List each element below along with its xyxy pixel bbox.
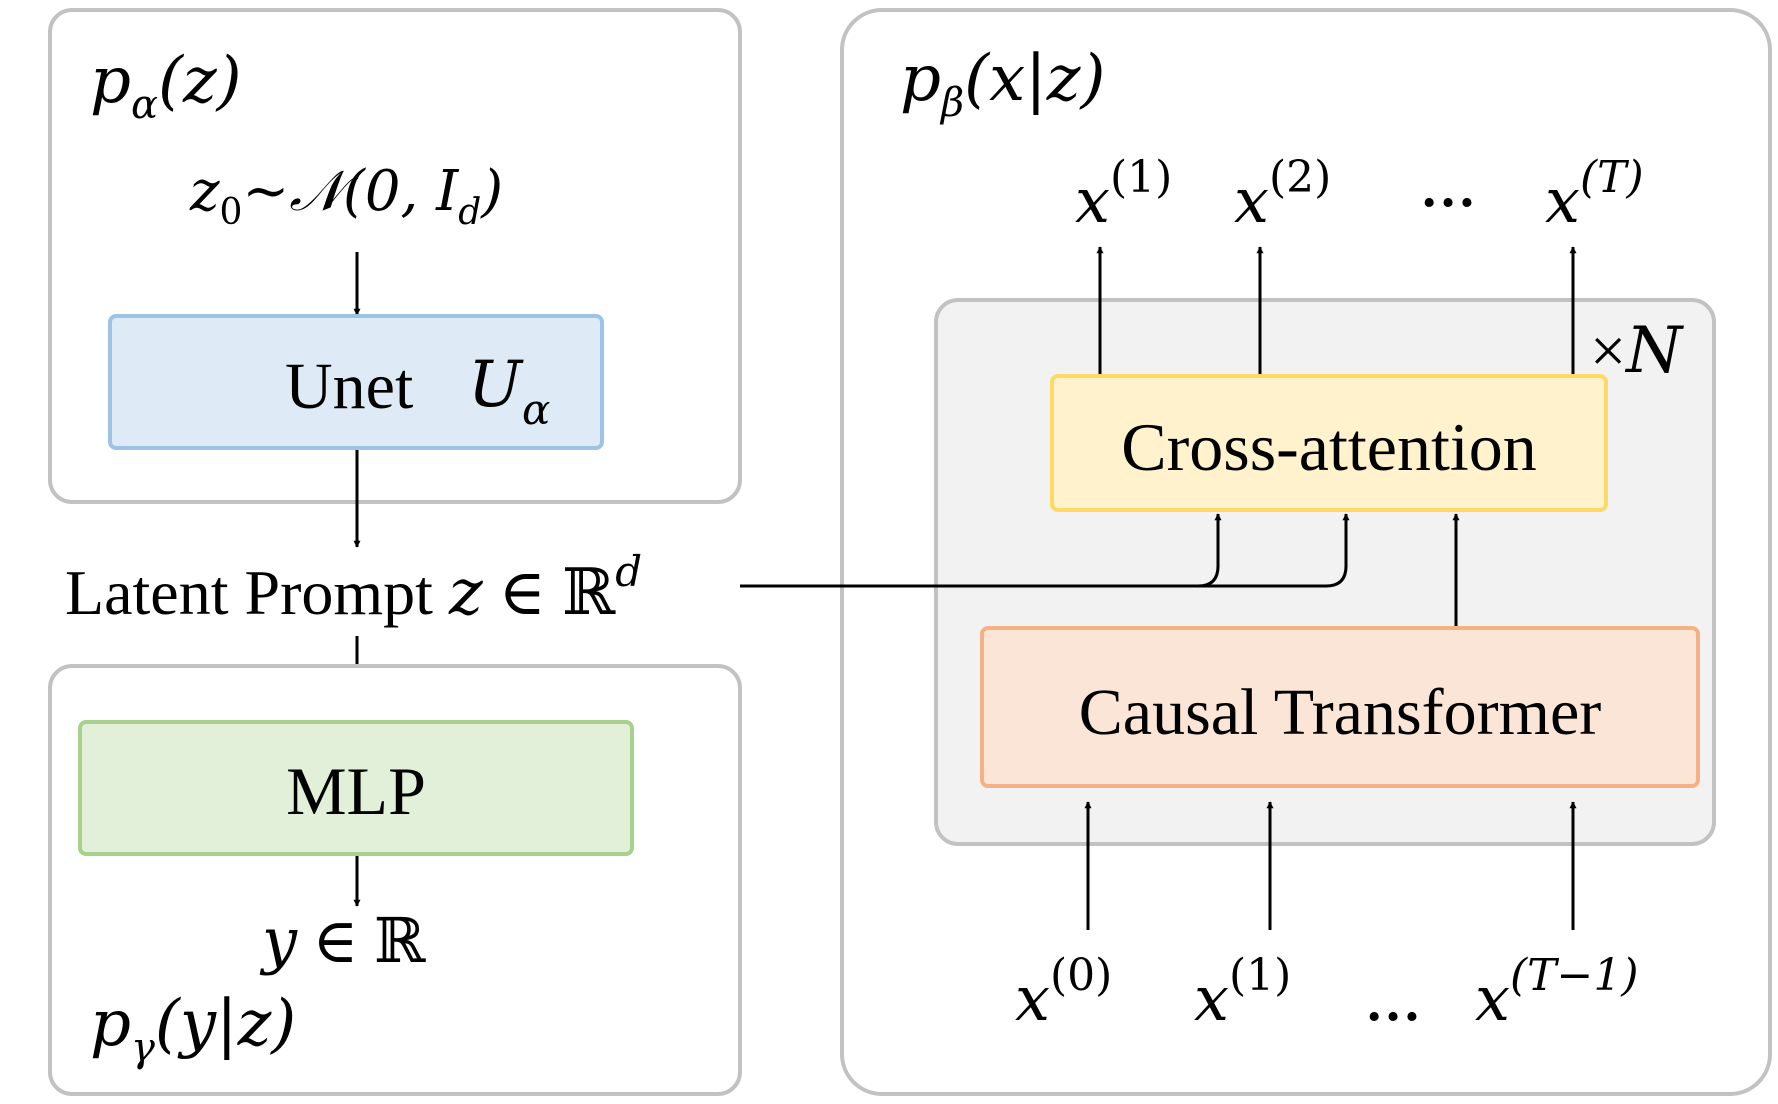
causal-transformer-label: Causal Transformer xyxy=(1079,676,1601,749)
generator-title: pβ(x|z) xyxy=(900,42,1105,126)
predictor-title: pγ(y|z) xyxy=(90,987,296,1071)
cross-attention-box xyxy=(1050,374,1608,512)
output-token-T: x(T) xyxy=(1545,152,1644,237)
unet-box xyxy=(108,314,604,450)
unet-symbol: Uα xyxy=(468,348,550,434)
latent-prompt: Latent Prompt z ∈ ℝd xyxy=(65,547,642,630)
prior-sample-formula: z0~𝒩(0, Id) xyxy=(189,159,503,233)
latent-to-cross-attention-2 xyxy=(1198,513,1350,588)
causal-transformer-box xyxy=(980,626,1700,788)
output-token-2: x(2) xyxy=(1234,152,1331,237)
input-ellipsis: … xyxy=(1365,971,1421,1033)
output-ellipsis: … xyxy=(1420,157,1476,219)
mlp-box xyxy=(78,720,634,856)
input-token-0: x(0) xyxy=(1015,950,1112,1035)
prior-title: pα(z) xyxy=(90,44,242,128)
output-token-1: x(1) xyxy=(1075,152,1172,237)
repeat-label: ×N xyxy=(1590,314,1684,388)
input-token-1: x(1) xyxy=(1194,950,1291,1035)
cross-attention-label: Cross-attention xyxy=(1121,409,1537,485)
y-output: y ∈ ℝ xyxy=(259,904,426,977)
input-token-T-1: x(T−1) xyxy=(1475,950,1639,1035)
unet-label: Unet xyxy=(285,350,413,423)
mlp-label: MLP xyxy=(286,753,426,829)
